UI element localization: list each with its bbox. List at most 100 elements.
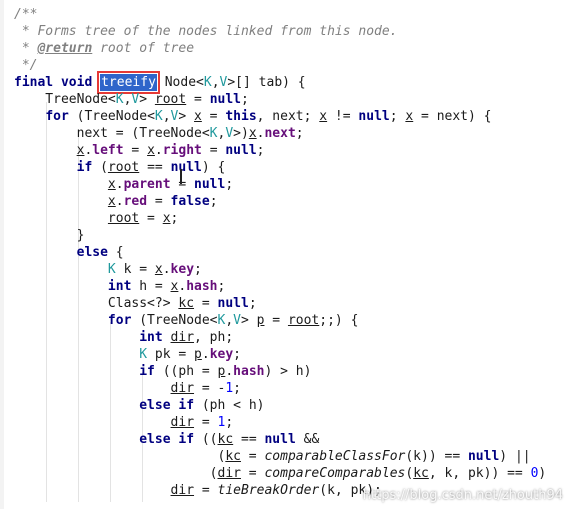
code-token: null [217, 296, 249, 311]
code-token: ) || [499, 449, 531, 464]
code-token: = [194, 483, 218, 498]
code-token: V [170, 109, 179, 124]
code-token: for [45, 109, 69, 124]
code-token: kc [413, 466, 429, 481]
code-line: if (root == null) { [14, 159, 226, 176]
code-token: ; [209, 194, 218, 209]
code-token: = [139, 211, 163, 226]
code-token: else if [139, 398, 195, 413]
code-token: this [225, 109, 257, 124]
code-token [14, 415, 171, 430]
code-token: ; [256, 143, 265, 158]
code-token: dir [170, 330, 195, 345]
code-line: dir = 1; [14, 414, 234, 431]
code-token: = - [194, 381, 226, 396]
code-token: kc [178, 296, 195, 311]
code-token: (k)) == [405, 449, 468, 464]
code-token: hash [233, 364, 265, 379]
code-token [163, 330, 171, 345]
code-token: false [170, 194, 210, 209]
code-token: K [115, 92, 124, 107]
indent-guide [142, 372, 143, 502]
code-token: , ph; [194, 330, 234, 345]
code-token: ; [233, 347, 241, 362]
code-token: x [194, 109, 202, 124]
code-token [14, 398, 139, 413]
code-token: , next; [256, 109, 320, 124]
code-token: null [264, 432, 296, 447]
code-line: TreeNode<K,V> root = null; [14, 91, 249, 108]
code-token: = [240, 449, 265, 464]
code-token: kc [217, 432, 234, 447]
code-token: } [14, 228, 85, 243]
code-token: > [178, 109, 195, 124]
code-line: final void treeify Node<K,V>[] tab) { [14, 71, 306, 94]
code-token: k = [115, 262, 155, 277]
code-token: comparableClassFor [264, 449, 406, 464]
code-token: ; [241, 92, 249, 107]
code-token: ) > h) [264, 364, 312, 379]
code-token: hash [186, 279, 218, 294]
code-token: * [14, 41, 38, 56]
code-line: x.red = false; [14, 193, 218, 210]
code-line: int h = x.hash; [14, 278, 225, 295]
code-token: . [201, 347, 210, 362]
code-line: K pk = p.key; [14, 346, 241, 363]
code-token: = [201, 143, 226, 158]
code-line: K k = x.key; [14, 261, 202, 278]
code-token: if [139, 364, 155, 379]
code-token: null [467, 449, 500, 464]
code-token: p [194, 347, 202, 362]
code-token: ; [170, 211, 179, 226]
code-line: x.left = x.right = null; [14, 142, 265, 159]
code-token [53, 75, 61, 90]
code-token: . [162, 262, 171, 277]
code-token: Node< [156, 75, 204, 90]
code-token: int [107, 279, 132, 294]
code-line: Class<?> kc = null; [14, 295, 257, 312]
code-token: right [162, 143, 202, 158]
code-token: next = (TreeNode< [14, 126, 210, 141]
code-token: null [170, 160, 202, 175]
code-token: dir [217, 466, 241, 481]
code-token: = [201, 109, 226, 124]
code-token [14, 279, 108, 294]
code-token: 1 [217, 415, 226, 430]
code-token: && [295, 432, 320, 447]
code-token: = [123, 143, 148, 158]
code-token: (TreeNode< [68, 109, 155, 124]
code-token: left [92, 143, 124, 158]
code-token: tieBreakOrder [217, 483, 320, 498]
code-line: else if ((kc == null && [14, 431, 319, 448]
code-token: , [225, 313, 234, 328]
code-line: x.parent = null; [14, 176, 233, 193]
code-token: V [233, 313, 241, 328]
code-token: != [327, 109, 359, 124]
code-line: next = (TreeNode<K,V>)x.next; [14, 125, 304, 142]
code-token: for [107, 313, 132, 328]
code-token: , [123, 92, 132, 107]
code-token: root [154, 92, 187, 107]
code-token: x [319, 109, 328, 124]
code-line: int dir, ph; [14, 329, 233, 346]
code-line: for (TreeNode<K,V> x = this, next; x != … [14, 108, 491, 125]
code-token: root [287, 313, 320, 328]
code-token: . [115, 194, 124, 209]
code-token [14, 194, 108, 209]
code-token: null [225, 143, 257, 158]
code-token: == [139, 160, 171, 175]
code-token: = [170, 177, 195, 192]
code-token: x [107, 177, 116, 192]
code-token: ; [295, 126, 304, 141]
code-token: = [147, 194, 171, 209]
code-token: 0 [530, 466, 539, 481]
code-token: K [107, 262, 116, 277]
code-token: key [209, 347, 234, 362]
code-token: x [147, 143, 155, 158]
code-token: ; [225, 415, 234, 430]
code-token [14, 177, 108, 192]
code-token [14, 313, 108, 328]
indent-guide [78, 136, 79, 502]
code-token: , k, pk)) == [428, 466, 531, 481]
